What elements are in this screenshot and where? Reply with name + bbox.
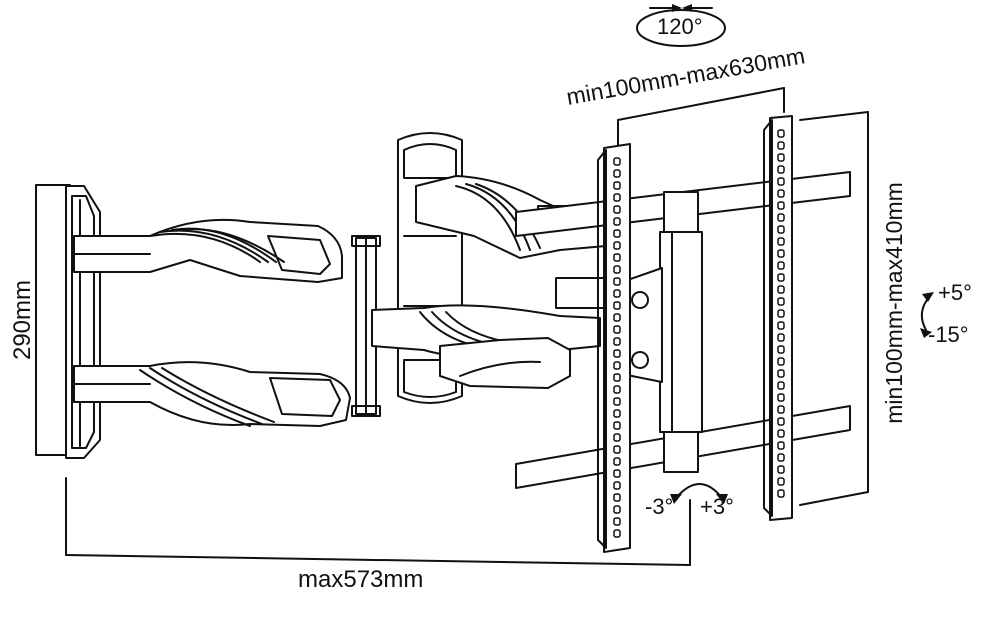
bracket-slot — [613, 397, 621, 406]
bracket-slot — [613, 349, 621, 358]
bracket-slot — [613, 481, 621, 490]
bracket-slot — [613, 457, 621, 466]
bracket-slot — [613, 229, 621, 238]
bracket-slot — [777, 249, 785, 258]
upper-outer-arm — [415, 175, 607, 259]
rotation-right-label: +3° — [700, 494, 734, 519]
bracket-slot — [613, 241, 621, 250]
bracket-slot — [613, 277, 621, 286]
bracket-slot — [777, 441, 785, 450]
tilt-up-label: +5° — [938, 280, 972, 305]
bracket-slot — [777, 297, 785, 306]
bracket-slot — [613, 361, 621, 370]
bracket-slot — [613, 217, 621, 226]
depth-label: max573mm — [298, 566, 424, 593]
bracket-slot — [777, 153, 785, 162]
bracket-slot — [777, 381, 785, 390]
vesa-height-dimension-line — [799, 111, 869, 506]
bracket-slot — [613, 385, 621, 394]
bracket-slot — [613, 505, 621, 514]
bracket-slot — [613, 421, 621, 430]
wall-plate — [65, 185, 101, 459]
height-dimension-line — [35, 184, 71, 456]
bracket-slot — [613, 313, 621, 322]
left-bracket-slots — [613, 157, 621, 538]
bracket-slot — [777, 453, 785, 462]
bracket-slot — [777, 309, 785, 318]
tv-horizontal-rails — [515, 171, 851, 489]
bracket-slot — [613, 181, 621, 190]
bracket-slot — [777, 333, 785, 342]
height-label: 290mm — [9, 280, 36, 360]
rotation-left-label: -3° — [645, 494, 674, 519]
bracket-slot — [777, 429, 785, 438]
tilt-down-label: -15° — [928, 322, 969, 347]
bracket-slot — [613, 373, 621, 382]
swivel-label: 120° — [657, 14, 703, 39]
bracket-slot — [777, 285, 785, 294]
bracket-slot — [777, 321, 785, 330]
bracket-slot — [777, 357, 785, 366]
right-bracket-slots — [777, 129, 785, 498]
bracket-slot — [613, 433, 621, 442]
bracket-slot — [613, 169, 621, 178]
bracket-slot — [613, 409, 621, 418]
vesa-height-label: min100mm-max410mm — [881, 182, 907, 424]
bracket-slot — [613, 337, 621, 346]
bracket-slot — [613, 289, 621, 298]
vesa-width-label: min100mm-max630mm — [564, 42, 806, 110]
lower-outer-arm — [439, 337, 571, 389]
bracket-slot — [613, 193, 621, 202]
bracket-slot — [613, 517, 621, 526]
bracket-slot — [777, 261, 785, 270]
bracket-slot — [777, 489, 785, 498]
bracket-slot — [613, 205, 621, 214]
bracket-slot — [777, 369, 785, 378]
bracket-slot — [613, 157, 621, 166]
bracket-slot — [613, 253, 621, 262]
bracket-slot — [613, 445, 621, 454]
bracket-slot — [777, 273, 785, 282]
left-vertical-bracket — [597, 143, 631, 553]
bracket-slot — [777, 129, 785, 138]
upper-inner-arm — [73, 218, 343, 283]
rotation-indicator — [670, 483, 728, 504]
bracket-slot — [777, 201, 785, 210]
bracket-slot — [777, 477, 785, 486]
first-hinge — [351, 235, 381, 417]
bracket-slot — [777, 189, 785, 198]
bracket-slot — [777, 345, 785, 354]
bracket-slot — [777, 141, 785, 150]
bracket-slot — [613, 325, 621, 334]
bracket-slot — [777, 237, 785, 246]
tilt-indicator — [920, 292, 934, 338]
tilt-head — [555, 231, 703, 433]
right-vertical-bracket — [763, 115, 793, 521]
bracket-slot — [777, 405, 785, 414]
bracket-slot — [777, 213, 785, 222]
bracket-slot — [777, 393, 785, 402]
bracket-slot — [613, 493, 621, 502]
lower-inner-arm — [73, 361, 351, 427]
bracket-slot — [777, 177, 785, 186]
swivel-indicator — [636, 4, 726, 47]
bracket-slot — [613, 529, 621, 538]
bracket-slot — [777, 465, 785, 474]
depth-dimension-line — [65, 477, 691, 566]
bracket-slot — [613, 469, 621, 478]
bracket-slot — [613, 301, 621, 310]
bracket-slot — [777, 225, 785, 234]
bracket-slot — [613, 265, 621, 274]
vesa-width-dimension-line — [617, 87, 785, 146]
bracket-slot — [777, 417, 785, 426]
bracket-slot — [777, 165, 785, 174]
